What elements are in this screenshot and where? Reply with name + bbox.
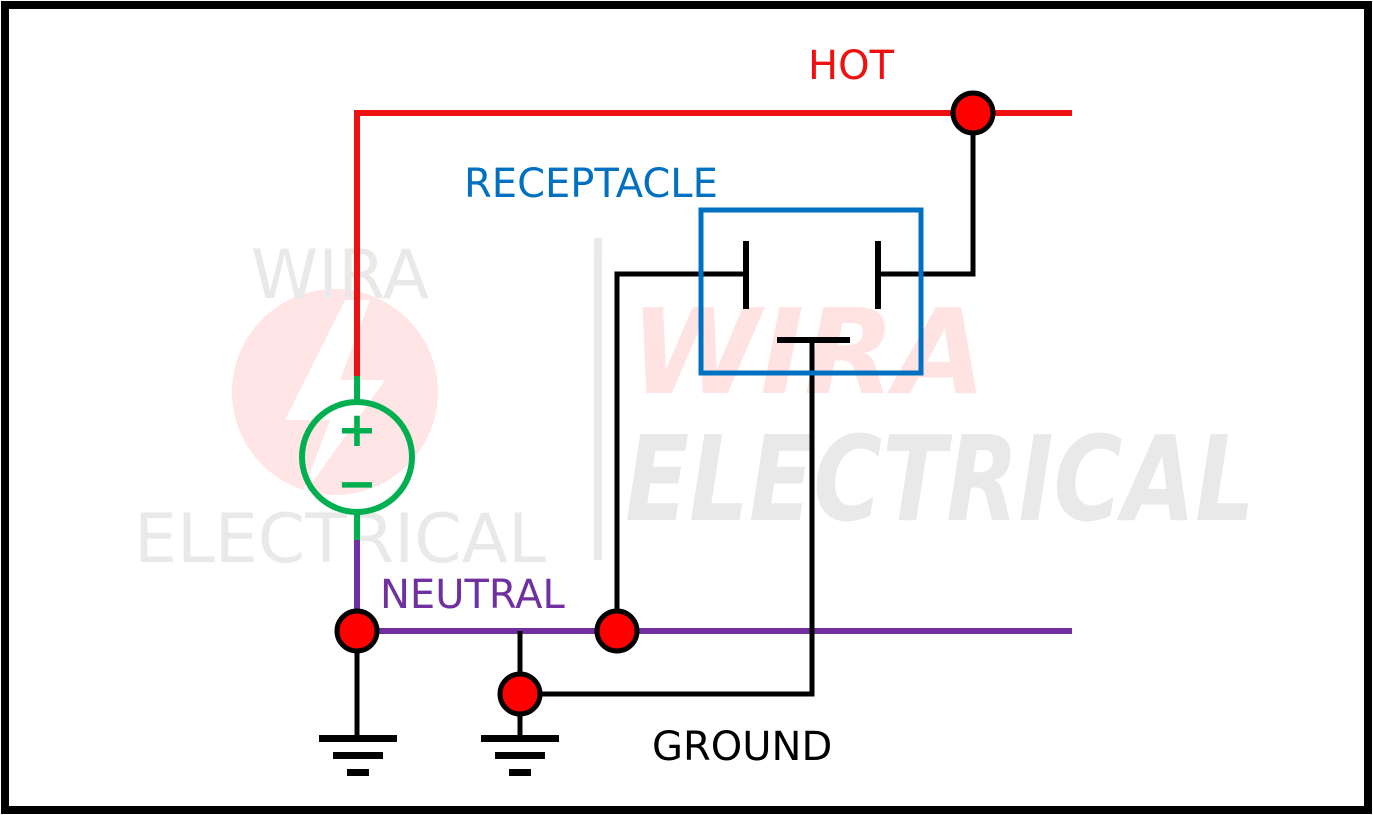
ground-to-receptacle-wire <box>520 340 815 697</box>
voltage-source <box>299 399 415 515</box>
hot-label: HOT <box>808 43 895 89</box>
watermark-bolt-icon <box>285 300 385 500</box>
ground-junction-node <box>497 671 543 717</box>
source-positive-sign: + <box>337 402 377 458</box>
watermark-logo-circle <box>232 289 438 495</box>
watermark-large-bottom: ELECTRICAL <box>625 410 1255 548</box>
source-negative-sign: − <box>337 456 377 512</box>
watermark-divider <box>594 238 602 560</box>
earth-ground-symbol-right <box>481 735 559 776</box>
receptacle-box <box>698 207 924 376</box>
hot-junction-node <box>950 90 996 136</box>
neutral-label: NEUTRAL <box>380 572 565 618</box>
earth-ground-symbol-left <box>319 735 397 776</box>
hot-wire <box>354 110 1072 378</box>
hot-to-receptacle-wire <box>878 113 976 277</box>
ground-label: GROUND <box>652 724 832 770</box>
watermark-small-top: WIRA <box>251 236 429 315</box>
neutral-junction-node-left <box>334 608 380 654</box>
watermark: WIRA ELECTRICAL WIRA ELECTRICAL <box>134 236 1255 579</box>
watermark-small-bottom: ELECTRICAL <box>134 500 546 579</box>
receptacle-label: RECEPTACLE <box>464 161 718 207</box>
watermark-large-top: WIRA <box>630 283 986 421</box>
neutral-junction-node-right <box>594 608 640 654</box>
